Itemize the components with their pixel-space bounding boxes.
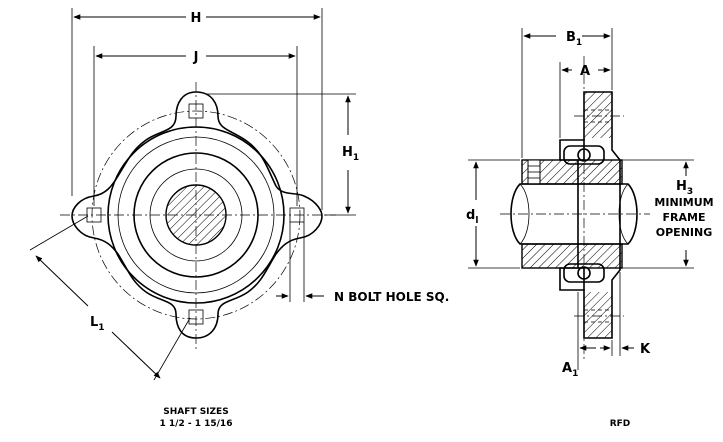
- frame-opening-line1: MINIMUM: [654, 196, 713, 209]
- dim-d1-label: dl: [466, 208, 478, 226]
- dim-l1-label: L1: [90, 315, 105, 333]
- frame-opening-line3: OPENING: [656, 226, 712, 239]
- shaft-sizes-range: 1 1/2 - 1 15/16: [160, 419, 233, 429]
- dim-a1-label: A1: [562, 361, 578, 379]
- bolt-hole-right: [289, 207, 305, 223]
- side-view: [468, 28, 694, 370]
- dim-j-label: J: [193, 50, 199, 65]
- dim-k-label: K: [640, 342, 651, 357]
- dim-h3-label: H3: [676, 179, 693, 197]
- dim-h-label: H: [191, 11, 202, 26]
- model-label: RFD: [610, 419, 631, 429]
- dim-a-label: A: [580, 64, 590, 79]
- front-view: [29, 8, 356, 381]
- bolt-hole-top: [188, 103, 204, 119]
- bolt-hole-bottom: [188, 309, 204, 325]
- shaft-sizes-title: SHAFT SIZES: [163, 407, 228, 417]
- dim-b1-label: B1: [566, 30, 582, 48]
- bolt-hole-left: [86, 207, 102, 223]
- bolt-hole-note: N BOLT HOLE SQ.: [334, 290, 449, 304]
- frame-opening-line2: FRAME: [663, 211, 706, 224]
- dim-h1-label: H1: [342, 145, 359, 163]
